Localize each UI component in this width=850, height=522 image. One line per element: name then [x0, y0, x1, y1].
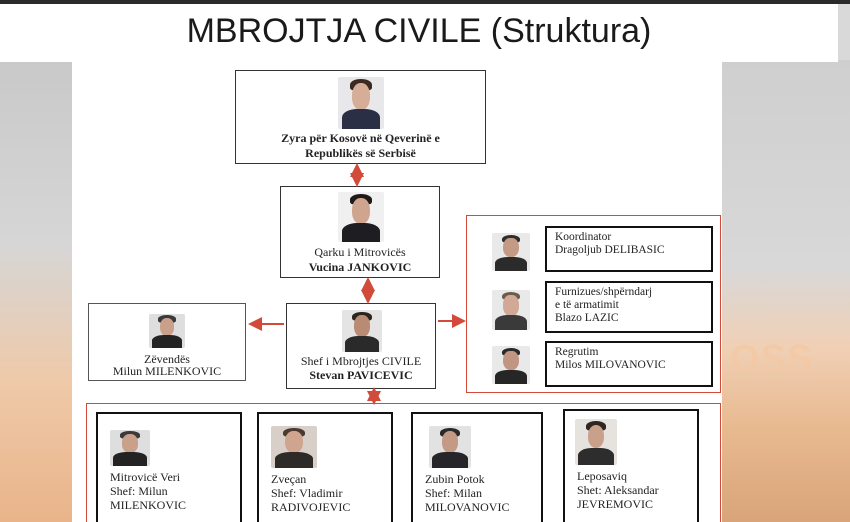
coordinator-role: Koordinator: [555, 231, 612, 243]
municipality-4-chief: Shet: Aleksandar: [577, 483, 659, 497]
district-box: Qarku i Mitrovicës Vucina JANKOVIC: [280, 186, 440, 278]
district-head-photo: [338, 192, 384, 242]
municipality-card-3: Zubin Potok Shef: Milan MILOVANOVIC: [411, 412, 543, 522]
background-watermark: OSS: [730, 338, 814, 380]
municipality-4-photo: [575, 419, 617, 465]
deputy-box: Zëvendës Milun MILENKOVIC: [88, 303, 246, 381]
supplier-photo: [492, 290, 530, 330]
municipality-1-surname: MILENKOVIC: [110, 498, 186, 512]
municipality-2-photo: [271, 426, 317, 468]
municipality-2-chief: Shef: Vladimir: [271, 486, 343, 500]
recruitment-box: Regrutim Milos MILOVANOVIC: [545, 341, 713, 387]
municipality-1-chief: Shef: Milun: [110, 484, 168, 498]
municipality-1-place: Mitrovicë Veri: [110, 470, 181, 484]
background-left: [0, 60, 72, 522]
coordinator-name: Dragoljub DELIBASIC: [555, 244, 665, 256]
supplier-role: Furnizues/shpërndarj: [555, 286, 653, 298]
top-edge: [0, 0, 850, 4]
top-office-line2: Republikës së Serbisë: [305, 146, 416, 160]
top-office-line1: Zyra për Kosovë në Qeverinë e: [281, 131, 440, 145]
top-office-box: Zyra për Kosovë në Qeverinë e Republikës…: [235, 70, 486, 164]
recruitment-photo: [492, 346, 530, 384]
chief-box: Shef i Mbrojtjes CIVILE Stevan PAVICEVIC: [286, 303, 436, 389]
municipality-3-surname: MILOVANOVIC: [425, 500, 510, 514]
chief-label: Shef i Mbrojtjes CIVILE: [300, 354, 422, 368]
district-label: Qarku i Mitrovicës: [314, 245, 406, 259]
slide-title: MBROJTJA CIVILE (Struktura): [186, 12, 652, 50]
deputy-photo: [149, 314, 185, 348]
side-roles-frame: [466, 215, 721, 393]
municipality-card-1: Mitrovicë Veri Shef: Milun MILENKOVIC: [96, 412, 242, 522]
district-name: Vucina JANKOVIC: [308, 260, 412, 274]
municipality-2-surname: RADIVOJEVIC: [271, 500, 351, 514]
municipalities-frame: [86, 403, 721, 522]
supplier-name: Blazo LAZIC: [555, 312, 619, 324]
supplier-box: Furnizues/shpërndarj e të armatimit Blaz…: [545, 281, 713, 333]
background-right: [722, 60, 850, 522]
municipality-2-place: Zveçan: [271, 472, 307, 486]
recruitment-role: Regrutim: [555, 346, 599, 358]
municipality-4-surname: JEVREMOVIC: [577, 497, 654, 511]
chief-photo: [342, 310, 382, 352]
coordinator-photo: [492, 233, 530, 271]
municipality-1-photo: [110, 430, 150, 466]
municipality-3-chief: Shef: Milan: [425, 486, 482, 500]
coordinator-box: Koordinator Dragoljub DELIBASIC: [545, 226, 713, 272]
municipality-card-4: Leposaviq Shet: Aleksandar JEVREMOVIC: [563, 409, 699, 522]
municipality-3-photo: [429, 426, 471, 468]
municipality-4-place: Leposaviq: [577, 469, 627, 483]
municipality-3-place: Zubin Potok: [425, 472, 485, 486]
deputy-name: Milun MILENKOVIC: [112, 364, 222, 378]
chief-name: Stevan PAVICEVIC: [309, 368, 413, 382]
deputy-label: Zëvendës: [144, 352, 190, 366]
office-head-photo: [338, 77, 384, 129]
municipality-card-2: Zveçan Shef: Vladimir RADIVOJEVIC: [257, 412, 393, 522]
supplier-role-cont: e të armatimit: [555, 299, 619, 311]
title-band: MBROJTJA CIVILE (Struktura): [0, 4, 838, 62]
recruitment-name: Milos MILOVANOVIC: [555, 359, 666, 371]
